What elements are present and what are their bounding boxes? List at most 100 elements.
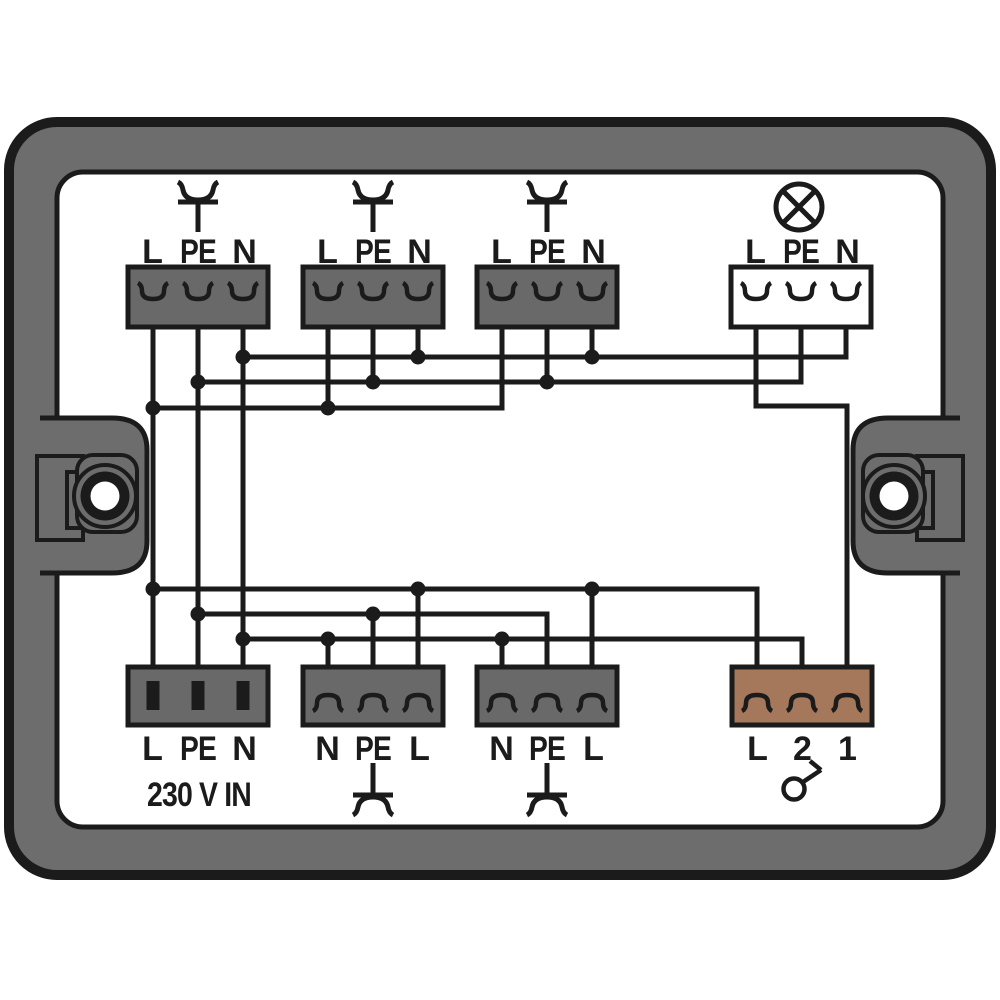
right-mounting-tab — [850, 415, 965, 576]
terminal-clamp — [784, 280, 818, 302]
bottom-symbols — [351, 759, 823, 818]
terminal-label: L — [745, 233, 765, 271]
wire-switched-line — [753, 297, 850, 695]
terminal-label: PE — [355, 730, 391, 768]
terminal-label: L — [142, 730, 162, 768]
terminal-label: L — [747, 730, 767, 768]
connector-socket-output-1: L PE N — [125, 233, 271, 330]
terminal-label: N — [232, 730, 256, 768]
junction-dot — [190, 374, 206, 390]
socket-outlet-icon — [525, 179, 569, 232]
junction-dot — [320, 631, 336, 647]
terminal-label: L — [317, 233, 337, 271]
junction-dot — [365, 374, 381, 390]
left-mounting-tab — [35, 415, 150, 576]
terminal-label: N — [315, 730, 339, 768]
terminal-clamp — [530, 280, 564, 302]
junction-dot — [190, 606, 206, 622]
terminal-clamp — [485, 280, 519, 302]
connector-switch: L 2 1 — [729, 664, 875, 768]
mains-caption: 230 V IN — [147, 776, 251, 814]
terminal-clamp — [830, 692, 864, 714]
terminal-clamp — [311, 692, 345, 714]
junction-dot — [410, 349, 426, 365]
connector-socket-output-3: L PE N — [474, 233, 620, 330]
terminal-label: PE — [355, 233, 391, 271]
terminal-label: PE — [783, 233, 819, 271]
socket-stem — [353, 199, 393, 232]
lamp-circle — [773, 181, 825, 233]
connector-socket-output-5: N PE L — [474, 664, 620, 768]
terminal-label: PE — [180, 730, 216, 768]
terminal-label: N — [835, 233, 859, 271]
bottom-connector-row: L PE N 230 V IN N PE L N PE L — [125, 664, 875, 814]
terminal-pin — [236, 681, 250, 710]
junction-dot — [539, 374, 555, 390]
terminal-label: L — [142, 233, 162, 271]
terminal-clamp — [311, 280, 345, 302]
switch-lever — [801, 759, 823, 784]
terminal-clamp — [575, 280, 609, 302]
terminal-label: L — [409, 730, 429, 768]
terminal-label: L — [583, 730, 603, 768]
terminal-clamp — [785, 692, 819, 714]
socket-outlet-icon — [176, 179, 220, 232]
terminal-pin — [146, 681, 160, 710]
terminal-clamp — [401, 692, 435, 714]
terminal-clamp — [485, 692, 519, 714]
lamp-icon — [773, 181, 825, 233]
junction-dot — [145, 400, 161, 416]
terminal-label: N — [232, 233, 256, 271]
junction-dot — [494, 631, 510, 647]
socket-arc — [351, 794, 395, 818]
junction-dot — [365, 606, 381, 622]
terminal-label: N — [581, 233, 605, 271]
terminal-clamp — [829, 280, 863, 302]
connector-mains-input: L PE N 230 V IN — [125, 664, 271, 814]
lamp-cross — [780, 188, 818, 226]
terminal-label: 1 — [838, 730, 856, 768]
terminal-pin — [191, 681, 205, 710]
terminal-clamp — [530, 692, 564, 714]
terminal-label: L — [491, 233, 511, 271]
wire-L-bus-top — [153, 300, 505, 411]
socket-stem — [178, 199, 218, 232]
socket-outlet-icon — [525, 763, 569, 818]
top-connector-row: L PE N L PE N L PE N — [125, 233, 874, 330]
junction-dot — [320, 400, 336, 416]
junction-dot — [410, 581, 426, 597]
terminal-label: PE — [529, 730, 565, 768]
terminal-label: N — [489, 730, 513, 768]
connector-socket-output-4: N PE L — [300, 664, 446, 768]
terminal-clamp — [181, 280, 215, 302]
terminal-label: N — [407, 233, 431, 271]
terminal-clamp — [401, 280, 435, 302]
screw-hole — [879, 481, 909, 511]
wire-junctions — [145, 349, 600, 647]
terminal-clamp — [136, 280, 170, 302]
top-symbols — [176, 179, 825, 233]
switch-pivot — [781, 776, 807, 802]
junction-dot — [235, 349, 251, 365]
junction-dot — [584, 349, 600, 365]
junction-dot — [145, 581, 161, 597]
junction-dot — [584, 581, 600, 597]
terminal-clamp — [356, 692, 390, 714]
terminal-label: 2 — [793, 730, 811, 768]
socket-arc — [525, 794, 569, 818]
terminal-clamp — [226, 280, 260, 302]
connector-lamp-output: L PE N — [728, 233, 874, 330]
terminal-clamp — [356, 280, 390, 302]
terminal-clamp — [740, 692, 774, 714]
terminal-clamp — [575, 692, 609, 714]
terminal-label: PE — [180, 233, 216, 271]
screw-hole — [90, 481, 120, 511]
socket-stem — [527, 199, 567, 232]
junction-dot — [235, 631, 251, 647]
terminal-label: PE — [529, 233, 565, 271]
socket-outlet-icon — [351, 179, 395, 232]
switch-icon — [781, 759, 823, 802]
wire-L-bus-bottom — [153, 586, 760, 695]
terminal-clamp — [739, 280, 773, 302]
